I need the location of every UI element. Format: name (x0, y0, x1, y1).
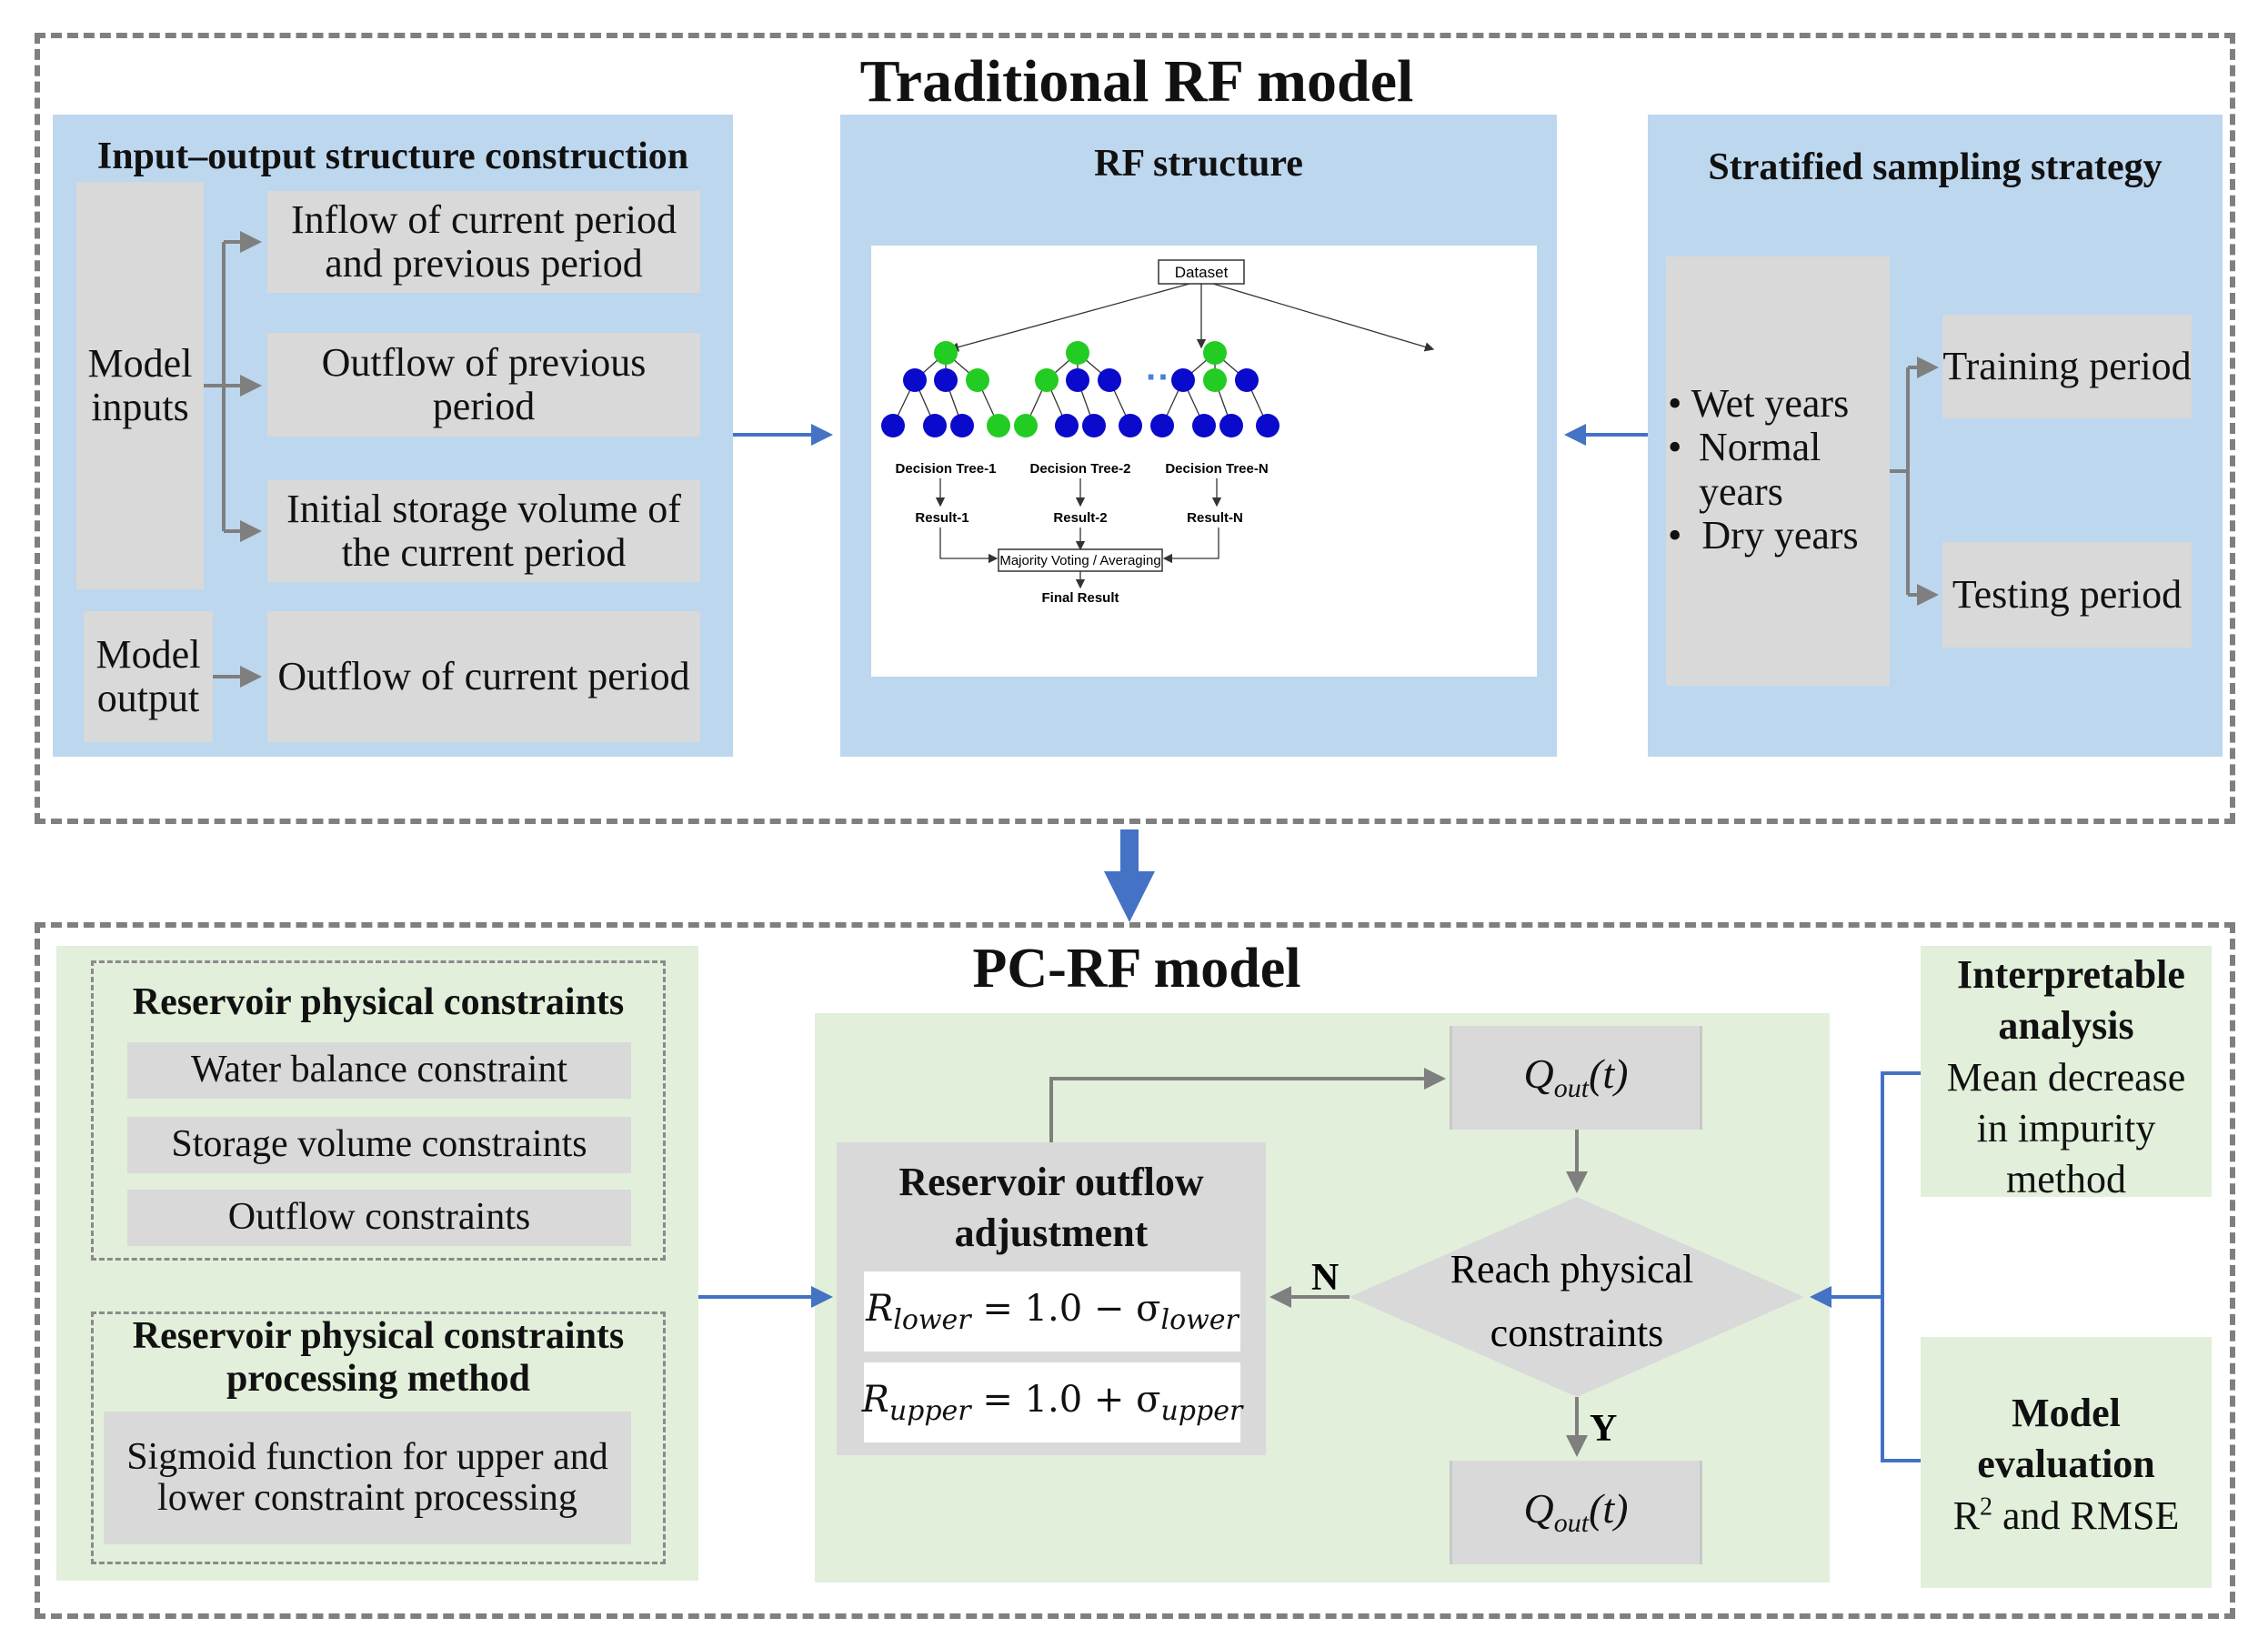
tree-node (966, 368, 989, 392)
model-output-box: Model output (84, 611, 213, 742)
rf-diagram: Dataset ··· (871, 246, 1537, 677)
io-panel-title: Input–output structure construction (96, 136, 689, 177)
r-upper-formula: Rupper = 1.0 + σupper (861, 1362, 1243, 1442)
interpretable-text: Mean decrease in impurity method (1946, 1054, 2186, 1202)
tree-label-n: Decision Tree-N (1165, 461, 1268, 477)
testing-period-box: Testing period (1942, 542, 2192, 648)
sampling-panel-title: Stratified sampling strategy (1708, 146, 2163, 188)
r-upper-math: Rupper = 1.0 + σupper (861, 1378, 1243, 1427)
normal-years-item: •Normal years (1668, 426, 1890, 514)
tree-label-2: Decision Tree-2 (1030, 461, 1131, 477)
outflow-current-box: Outflow of current period (267, 611, 700, 742)
wet-years-item: • Wet years (1668, 381, 1850, 426)
dry-years-label: Dry years (1701, 513, 1859, 558)
dataset-node (1158, 259, 1245, 285)
q-out-top-box: Qout(t) (1450, 1026, 1702, 1130)
section-down-arrow (1104, 829, 1155, 922)
processing-title: Reservoir physical constraints processin… (132, 1315, 625, 1401)
outflow-constraints-box: Outflow constraints (127, 1190, 631, 1246)
result-label-1: Result-1 (915, 510, 968, 526)
years-box: • Wet years •Normal years • Dry years (1666, 256, 1890, 686)
r-lower-formula: Rlower = 1.0 − σlower (864, 1271, 1240, 1352)
interpretable-panel: Interpretable analysis Mean decrease in … (1921, 946, 2212, 1201)
q-out-top-label: Qout(t) (1523, 1050, 1629, 1104)
tree-2-root-node (1066, 341, 1089, 365)
tree-node (1192, 414, 1216, 437)
tree-1-root-node (934, 341, 958, 365)
tree-node (950, 414, 974, 437)
tree-node (1256, 414, 1280, 437)
years-list: • Wet years •Normal years • Dry years (1668, 381, 1890, 558)
adjustment-title: Reservoir outflow adjustment (898, 1160, 1204, 1256)
inflow-box: Inflow of current period and previous pe… (267, 191, 700, 293)
tree-node (1203, 368, 1227, 392)
tree-node (1082, 414, 1106, 437)
tree-n-root-node (1203, 341, 1227, 365)
pc-rf-title: PC-RF model (972, 938, 1301, 1000)
q-out-bottom-label: Qout(t) (1523, 1485, 1629, 1539)
tree-node (1035, 368, 1059, 392)
final-result-label: Final Result (1041, 590, 1119, 606)
tree-node (1171, 368, 1195, 392)
water-balance-box: Water balance constraint (127, 1042, 631, 1099)
interpretable-title: Interpretable analysis (1957, 952, 2185, 1049)
dataset-label: Dataset (1175, 264, 1229, 281)
tree-node (1219, 414, 1243, 437)
rf-tree-graphic: Dataset ··· (881, 259, 1435, 606)
tree-node (1098, 368, 1121, 392)
sigmoid-box: Sigmoid function for upper and lower con… (104, 1412, 631, 1544)
tree-node (934, 368, 958, 392)
wet-years-label: Wet years (1691, 381, 1850, 426)
rf-panel-title: RF structure (1094, 143, 1303, 185)
storage-volume-box: Storage volume constraints (127, 1117, 631, 1173)
tree-label-1: Decision Tree-1 (896, 461, 997, 477)
traditional-rf-frame (35, 33, 2235, 824)
evaluation-metrics: R2 and RMSE (1952, 1492, 2180, 1538)
traditional-rf-title: Traditional RF model (859, 48, 1414, 115)
tree-node (1066, 368, 1089, 392)
training-period-box: Training period (1942, 315, 2192, 418)
voting-label: Majority Voting / Averaging (999, 553, 1160, 568)
tree-node (1014, 414, 1038, 437)
tree-node (1119, 414, 1142, 437)
evaluation-title: Model evaluation (1977, 1391, 2155, 1487)
tree-node (1150, 414, 1174, 437)
constraints-title: Reservoir physical constraints (132, 981, 625, 1023)
outflow-prev-box: Outflow of previous period (267, 333, 700, 437)
tree-node (881, 414, 905, 437)
q-out-bottom-box: Qout(t) (1450, 1461, 1702, 1564)
processing-dashed-box (91, 1311, 666, 1564)
normal-years-label: Normal years (1699, 425, 1821, 514)
result-label-n: Result-N (1187, 510, 1243, 526)
tree-node (987, 414, 1010, 437)
r-lower-math: Rlower = 1.0 − σlower (866, 1287, 1239, 1336)
evaluation-panel: Model evaluation R2 and RMSE (1921, 1337, 2212, 1588)
tree-node (903, 368, 927, 392)
pc-rf-frame (35, 922, 2235, 1619)
model-inputs-box: Model inputs (76, 182, 204, 589)
dry-years-item: • Dry years (1668, 513, 1859, 558)
tree-node (923, 414, 947, 437)
result-label-2: Result-2 (1053, 510, 1107, 526)
tree-node (1055, 414, 1079, 437)
constraints-dashed-box (91, 960, 666, 1261)
tree-node (1235, 368, 1259, 392)
initial-storage-box: Initial storage volume of the current pe… (267, 480, 700, 582)
